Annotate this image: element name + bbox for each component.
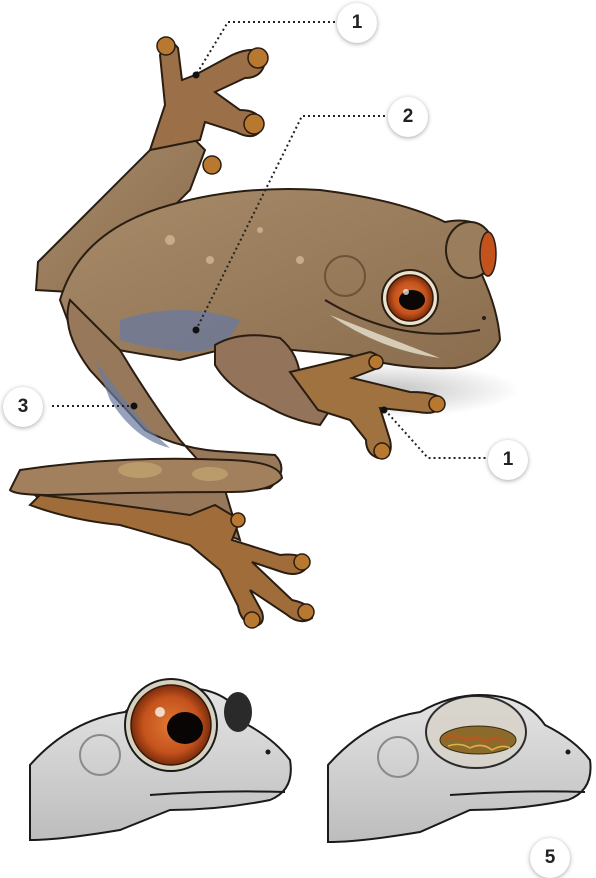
callout-badge-3: 3 [3, 387, 43, 427]
callout-badge-5: 5 [530, 838, 570, 878]
leader-dot-1-top [193, 72, 200, 79]
leader-dot-1-front [381, 407, 388, 414]
callout-badge-2: 2 [388, 97, 428, 137]
leader-dot-2 [193, 327, 200, 334]
callout-badge-1-front: 1 [488, 440, 528, 480]
eye-closed-inset [328, 695, 591, 842]
callout-badge-1-top: 1 [337, 3, 377, 43]
eye-open-inset [30, 679, 291, 840]
leader-dot-3 [131, 403, 138, 410]
